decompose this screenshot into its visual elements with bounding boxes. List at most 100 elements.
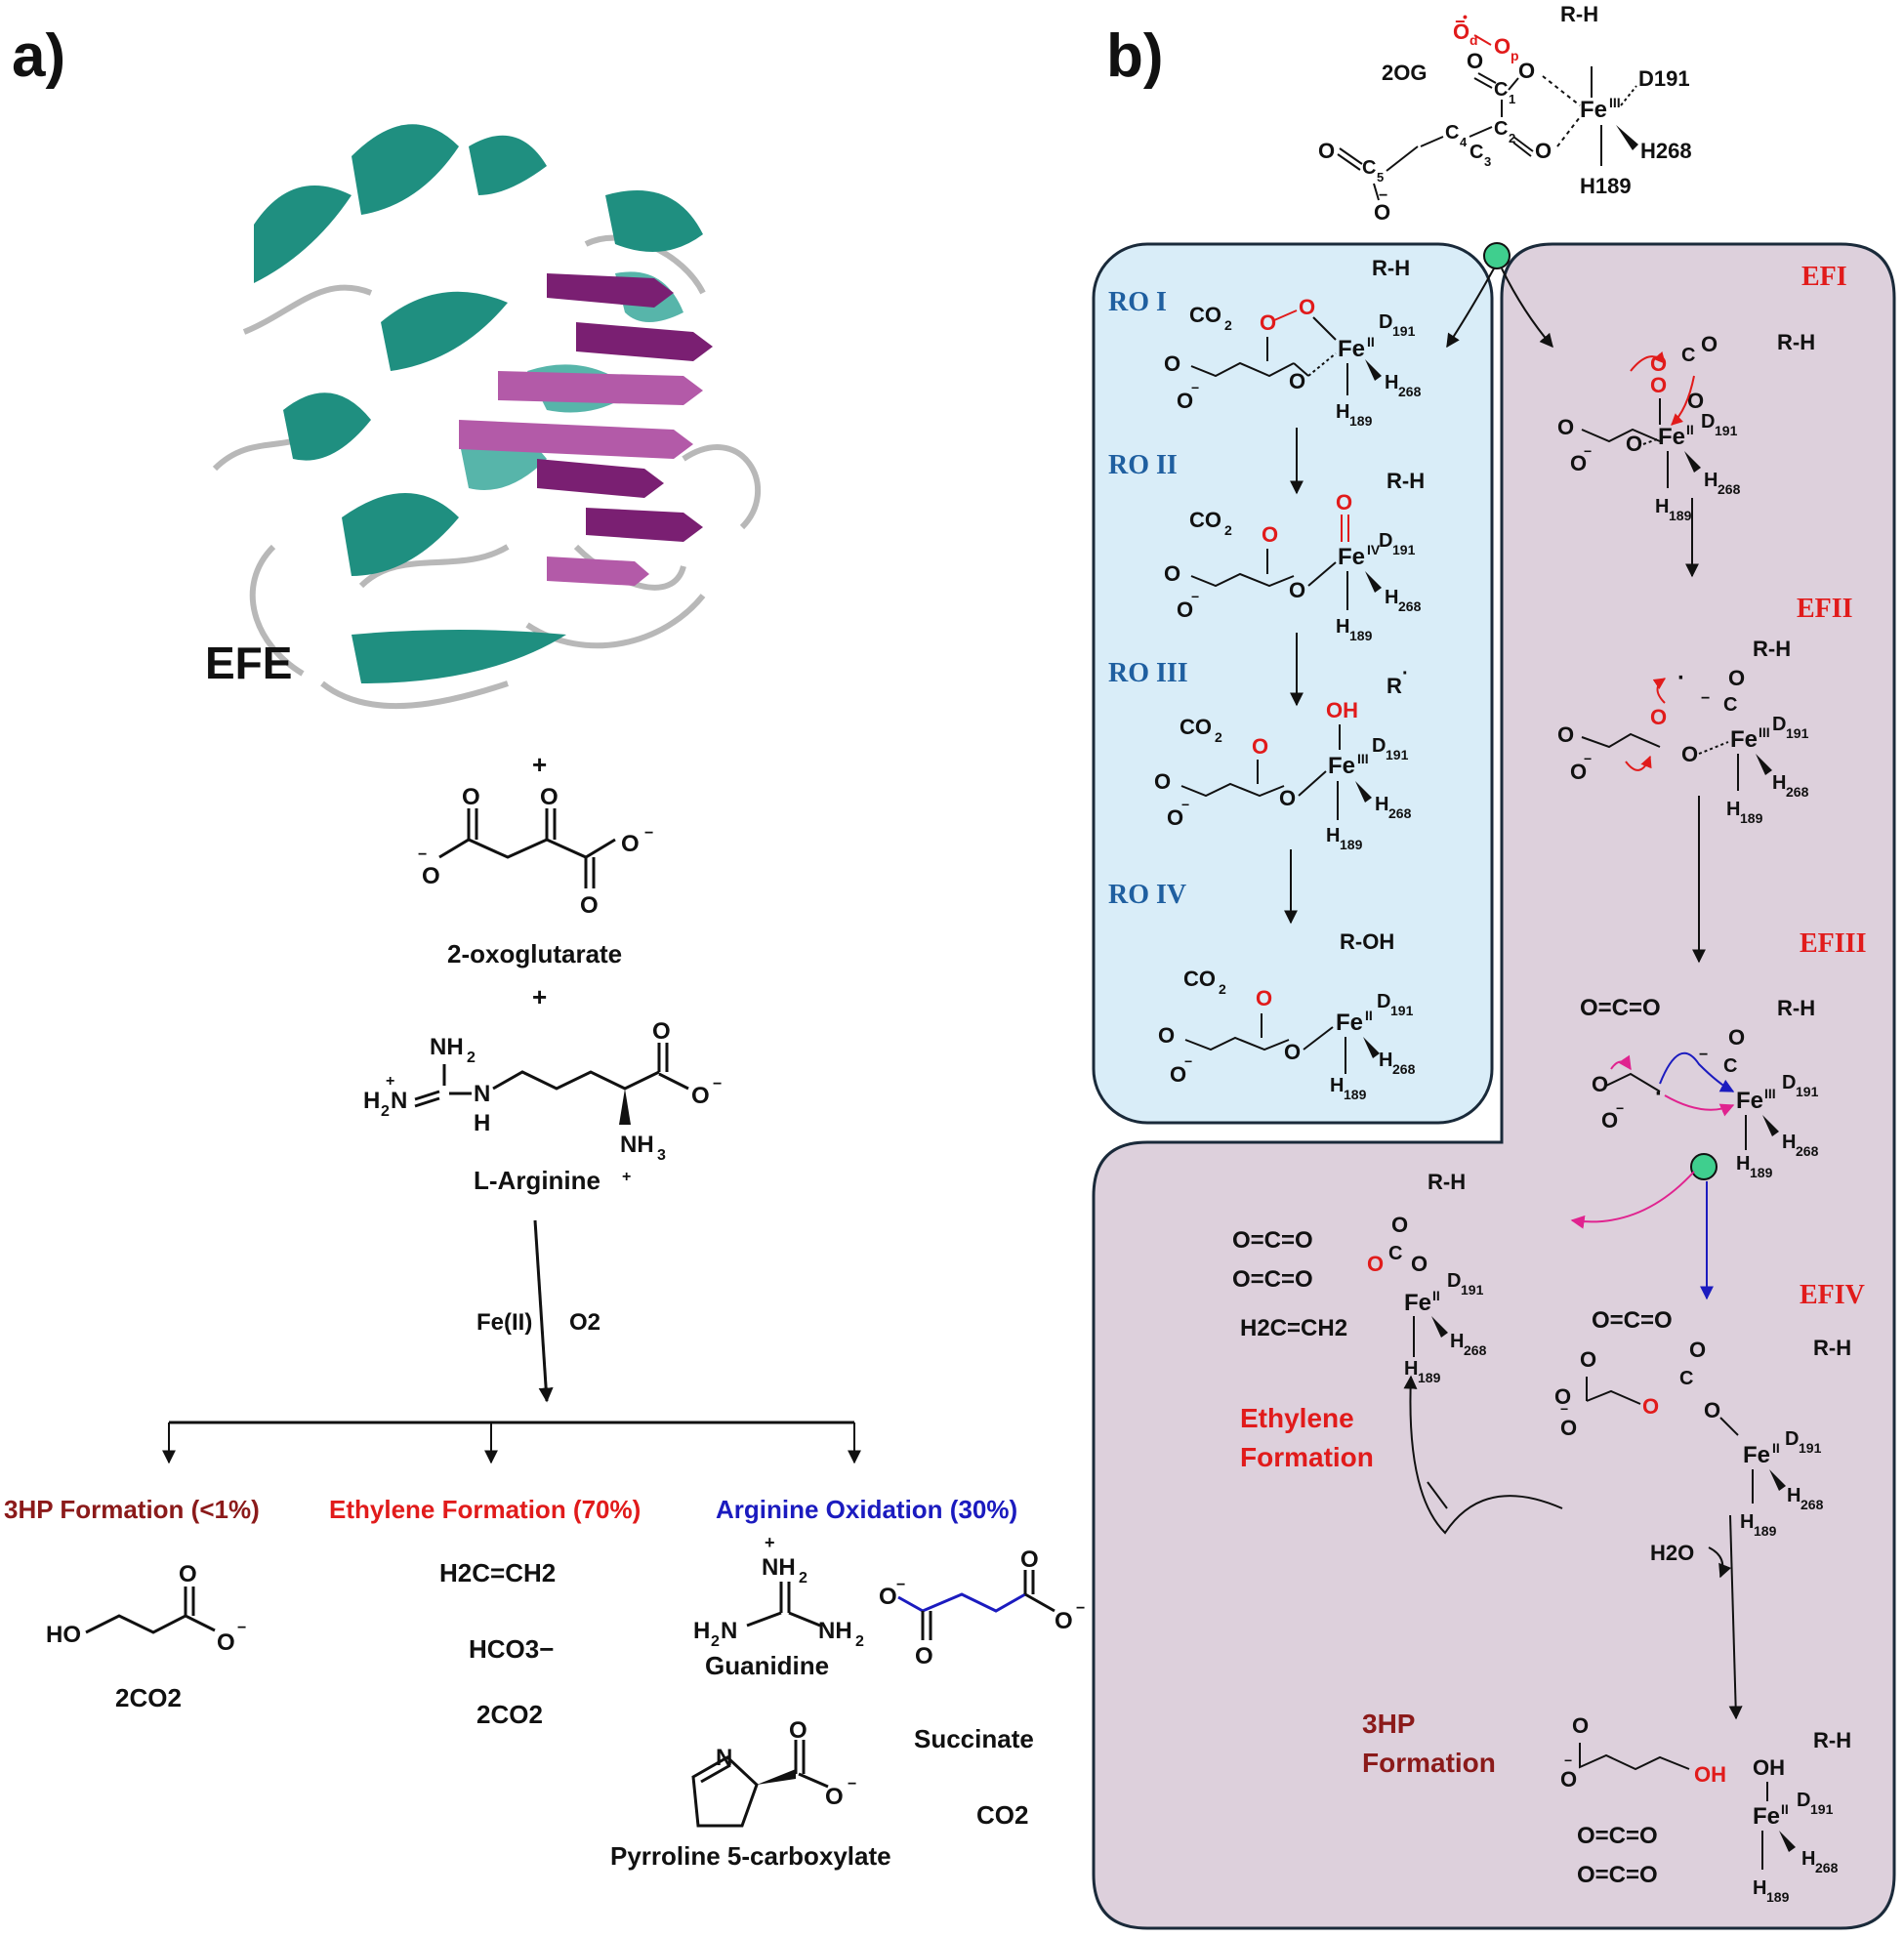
svg-text:II: II [1367, 334, 1375, 350]
svg-text:O: O [789, 1717, 807, 1744]
svg-text:O: O [1580, 1347, 1596, 1372]
svg-text:C: C [1362, 157, 1376, 179]
svg-text:H: H [1379, 1050, 1392, 1071]
svg-text:−: − [1699, 1047, 1708, 1063]
svg-text:−: − [1184, 1053, 1192, 1069]
svg-text:C: C [1679, 1368, 1693, 1389]
svg-text:H: H [1385, 587, 1398, 608]
svg-text:O: O [1701, 332, 1718, 356]
branch-ethylene-label: Ethylene Formation (70%) [329, 1495, 641, 1524]
svg-text:RO II: RO II [1108, 450, 1178, 480]
svg-text:−: − [1076, 1600, 1085, 1617]
svg-text:O: O [1411, 1252, 1428, 1276]
arrow-to-ef [1501, 268, 1553, 349]
svg-text:·: · [1402, 663, 1409, 684]
svg-text:NH: NH [762, 1554, 796, 1581]
branch-marker-top [1483, 242, 1511, 269]
plus-sign-1: + [532, 750, 547, 779]
svg-text:O: O [1572, 1713, 1589, 1738]
svg-text:Fe: Fe [1736, 1088, 1763, 1114]
svg-text:H: H [693, 1618, 710, 1644]
svg-text:268: 268 [1796, 1143, 1819, 1159]
svg-text:O: O [1256, 986, 1272, 1010]
svg-text:191: 191 [1392, 542, 1416, 557]
svg-text:R-H: R-H [1777, 996, 1815, 1020]
svg-text:Fe: Fe [1336, 1010, 1363, 1036]
svg-text:O: O [1252, 734, 1268, 759]
svg-text:Fe: Fe [1328, 753, 1355, 779]
svg-text:+: + [765, 1533, 775, 1552]
svg-text:CO: CO [1183, 967, 1216, 991]
svg-text:C: C [1681, 345, 1695, 366]
svg-text:O=C=O: O=C=O [1577, 1862, 1658, 1888]
svg-text:D: D [1701, 411, 1715, 433]
svg-text:O=C=O: O=C=O [1580, 995, 1661, 1021]
svg-text:268: 268 [1392, 1061, 1416, 1077]
svg-text:II: II [1686, 422, 1694, 437]
svg-text:O: O [1367, 1252, 1384, 1276]
svg-text:Fe: Fe [1580, 97, 1607, 123]
svg-text:O: O [1289, 578, 1305, 602]
svg-text:O: O [1560, 1416, 1577, 1440]
svg-text:O: O [1570, 451, 1587, 475]
svg-text:189: 189 [1750, 1165, 1773, 1180]
svg-text:H: H [1450, 1331, 1464, 1352]
svg-text:5: 5 [1377, 170, 1384, 185]
svg-text:N: N [716, 1745, 732, 1771]
svg-text:268: 268 [1815, 1860, 1839, 1875]
svg-text:H189: H189 [1580, 174, 1632, 198]
svg-text:EFIV: EFIV [1800, 1280, 1865, 1310]
svg-text:H: H [474, 1110, 490, 1136]
svg-text:O: O [915, 1643, 933, 1669]
svg-text:H268: H268 [1640, 139, 1692, 163]
condition-metal: Fe(II) [476, 1309, 532, 1336]
svg-text:3HP: 3HP [1362, 1709, 1415, 1739]
svg-text:O: O [1318, 139, 1335, 163]
svg-text:R-H: R-H [1560, 2, 1598, 26]
svg-text:−: − [896, 1577, 905, 1593]
svg-text:C: C [1445, 122, 1459, 144]
arginine-name: L-Arginine [474, 1166, 600, 1195]
svg-text:R-H: R-H [1428, 1170, 1466, 1194]
svg-text:191: 191 [1799, 1440, 1822, 1456]
svg-text:2: 2 [1219, 981, 1226, 997]
svg-text:Fe: Fe [1658, 424, 1685, 450]
svg-text:O: O [691, 1083, 710, 1109]
svg-text:O: O [1279, 786, 1296, 810]
svg-text:2: 2 [799, 1570, 807, 1587]
svg-text:Fe: Fe [1753, 1803, 1780, 1830]
ethylene-branch-co2: 2CO2 [476, 1700, 543, 1729]
3hp-structure: HO O O− [46, 1561, 246, 1656]
svg-text:RO I: RO I [1108, 287, 1167, 317]
svg-text:H: H [1336, 401, 1349, 423]
svg-text:O: O [1570, 760, 1587, 784]
svg-text:2: 2 [855, 1633, 864, 1650]
svg-text:HO: HO [46, 1622, 81, 1648]
svg-text:O: O [1299, 295, 1315, 319]
svg-text:O: O [825, 1784, 844, 1810]
svg-text:H: H [1326, 825, 1340, 846]
svg-text:−: − [418, 846, 427, 863]
svg-text:O=C=O: O=C=O [1232, 1227, 1313, 1254]
svg-text:O: O [1626, 432, 1642, 456]
svg-text:D: D [1372, 735, 1386, 757]
svg-text:268: 268 [1388, 805, 1412, 821]
svg-text:O: O [1494, 34, 1511, 59]
svg-text:H: H [1787, 1485, 1801, 1506]
svg-text:2: 2 [467, 1050, 476, 1066]
svg-text:−: − [237, 1620, 246, 1636]
svg-text:O: O [1284, 1040, 1301, 1064]
svg-text:H: H [1404, 1358, 1418, 1380]
svg-text:O: O [1170, 1062, 1186, 1087]
svg-text:RO IV: RO IV [1108, 880, 1186, 910]
svg-text:191: 191 [1390, 1003, 1414, 1018]
svg-text:191: 191 [1796, 1084, 1819, 1099]
svg-text:189: 189 [1340, 837, 1363, 852]
plus-sign-2: + [532, 982, 547, 1011]
svg-text:189: 189 [1766, 1889, 1790, 1905]
svg-text:II: II [1365, 1008, 1373, 1023]
